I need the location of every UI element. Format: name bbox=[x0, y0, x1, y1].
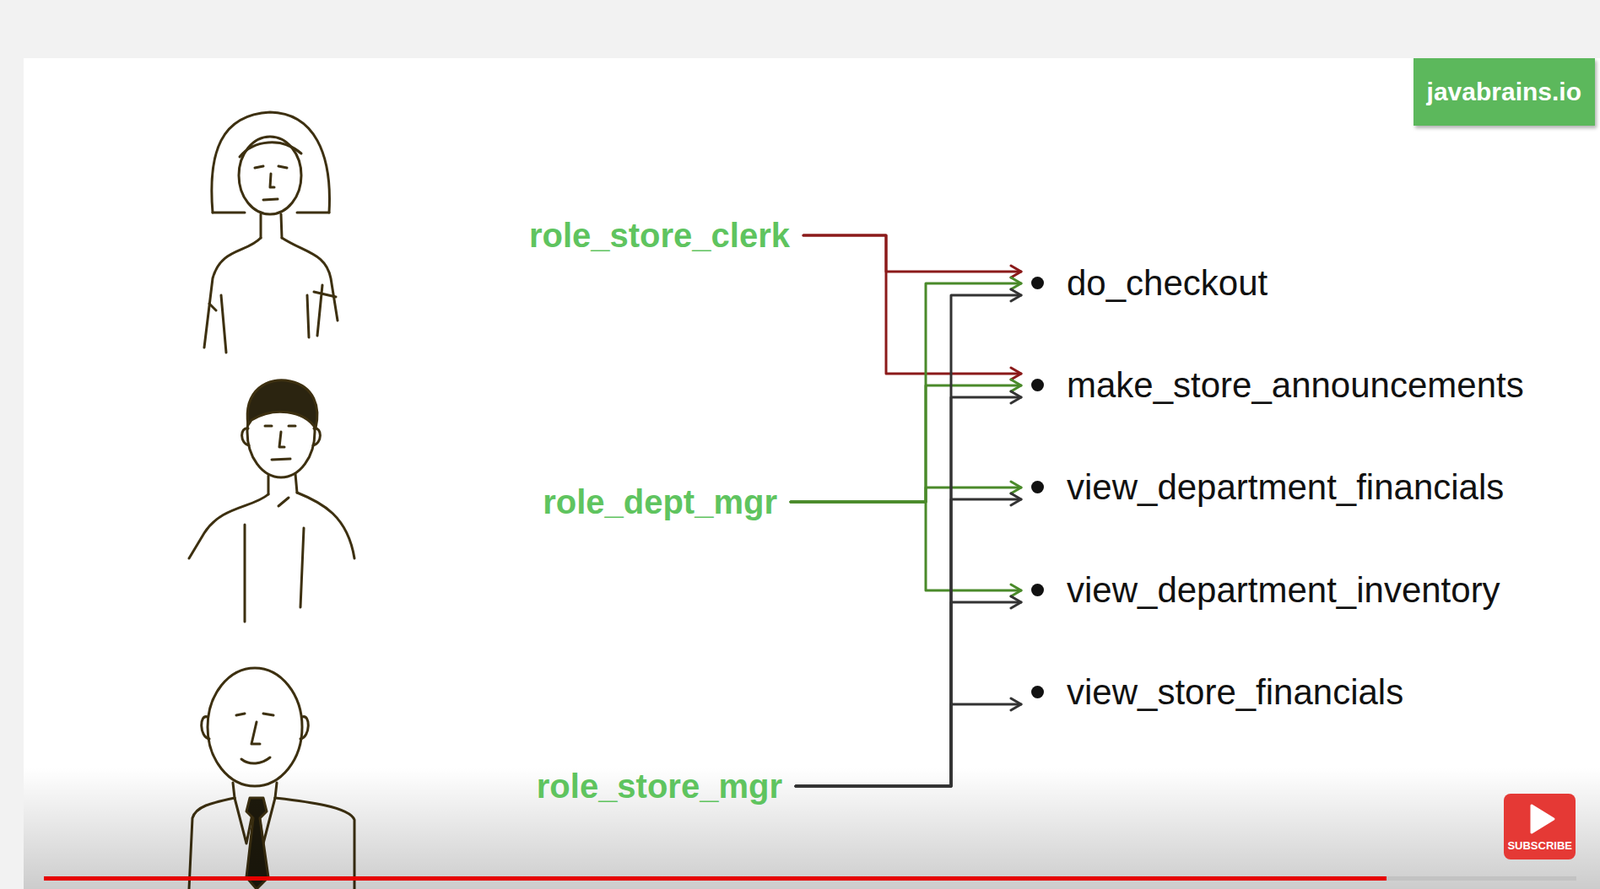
role-permission-arrow bbox=[790, 502, 1022, 591]
nose bbox=[251, 722, 260, 745]
right-shoulder bbox=[281, 237, 338, 321]
hair-outline bbox=[211, 112, 330, 213]
role-text: role_store_mgr bbox=[536, 767, 783, 806]
role-permission-arrow bbox=[795, 704, 1022, 787]
brand-text: javabrains.io bbox=[1427, 77, 1582, 107]
permission-text: do_checkout bbox=[1066, 262, 1268, 305]
white-card bbox=[23, 58, 1600, 889]
progress-remaining bbox=[1386, 876, 1577, 882]
torso-lines bbox=[244, 497, 304, 622]
permission-item: view_store_financials bbox=[1021, 671, 1409, 714]
permission-text: view_store_financials bbox=[1066, 671, 1404, 714]
role-permission-arrow bbox=[803, 235, 1022, 374]
subscribe-button: SUBSCRIBE bbox=[1503, 794, 1576, 860]
permission-item: make_store_announcements bbox=[1021, 364, 1530, 407]
eyes bbox=[236, 713, 274, 716]
role-permission-arrow bbox=[795, 295, 1022, 787]
role-permission-arrow bbox=[790, 283, 1022, 503]
eyes bbox=[264, 425, 296, 428]
role-label: role_store_mgr bbox=[523, 762, 796, 811]
role-permission-arrow bbox=[795, 397, 1022, 787]
role-permission-arrow bbox=[795, 499, 1022, 787]
role-permission-arrow bbox=[803, 235, 1022, 272]
bullet-dot bbox=[1031, 686, 1044, 699]
permission-text: view_department_inventory bbox=[1066, 569, 1501, 612]
brand-badge: javabrains.io bbox=[1413, 58, 1595, 126]
mouth bbox=[263, 199, 278, 200]
progress-played bbox=[43, 876, 1387, 882]
play-triangle bbox=[1531, 805, 1554, 833]
permission-item: view_department_financials bbox=[1021, 466, 1509, 509]
role-permission-arrow bbox=[795, 602, 1022, 787]
role-permission-arrow bbox=[790, 385, 1022, 503]
nose bbox=[270, 173, 275, 188]
bullet-dot bbox=[1031, 378, 1044, 392]
face bbox=[238, 136, 302, 215]
permission-text: view_department_financials bbox=[1066, 466, 1504, 509]
mouth bbox=[271, 459, 291, 460]
left-shoulder bbox=[189, 494, 269, 559]
mouth bbox=[241, 757, 271, 764]
role-label: role_dept_mgr bbox=[529, 478, 791, 526]
left-sleeve bbox=[209, 295, 227, 353]
play-icon bbox=[1521, 802, 1559, 837]
right-shoulder bbox=[297, 492, 355, 559]
role-text: role_store_clerk bbox=[529, 216, 790, 255]
role-text: role_dept_mgr bbox=[542, 483, 778, 521]
neck bbox=[260, 214, 282, 238]
permission-text: make_store_announcements bbox=[1066, 364, 1525, 407]
bullet-dot bbox=[1031, 583, 1044, 597]
nose bbox=[279, 432, 285, 448]
bangs bbox=[239, 142, 302, 157]
permission-item: do_checkout bbox=[1021, 262, 1273, 305]
hair bbox=[247, 380, 318, 429]
right-sleeve bbox=[307, 285, 336, 338]
bullet-dot bbox=[1031, 276, 1044, 290]
eyes bbox=[254, 166, 287, 168]
role-label: role_store_clerk bbox=[515, 211, 804, 260]
woman-figure bbox=[204, 112, 338, 353]
man-figure bbox=[189, 380, 355, 622]
permission-item: view_department_inventory bbox=[1021, 569, 1506, 612]
button-text: SUBSCRIBE bbox=[1507, 839, 1573, 853]
neck bbox=[268, 474, 298, 495]
bullet-dot bbox=[1031, 481, 1044, 494]
left-shoulder bbox=[204, 237, 261, 348]
